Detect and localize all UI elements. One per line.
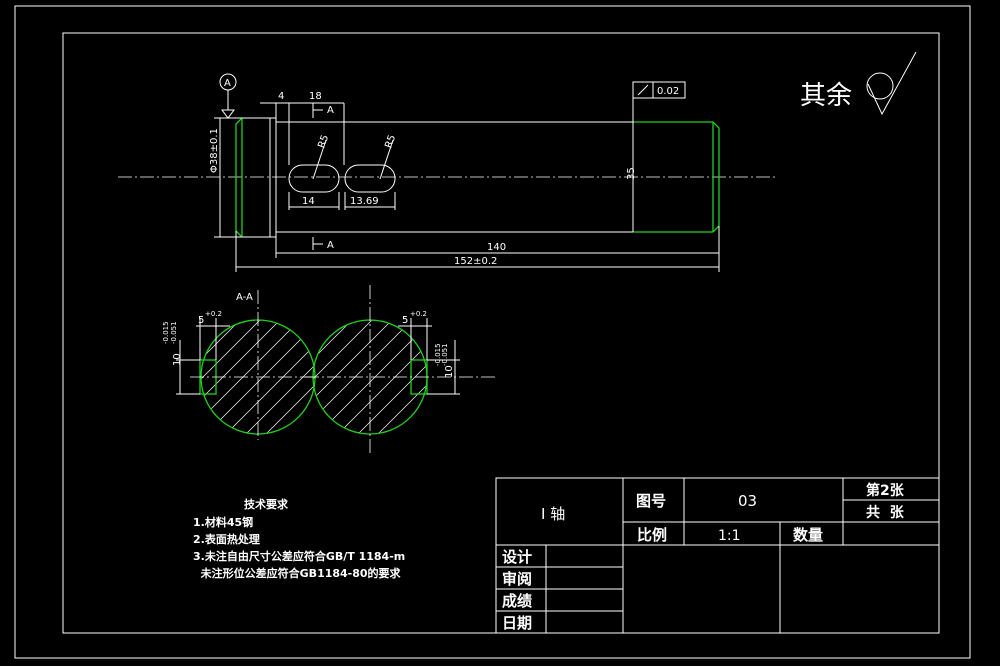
tech-req-item-4: 未注形位公差应符合GB1184-80的要求 xyxy=(193,566,402,580)
key-right-depth: 10 xyxy=(444,365,455,378)
key-left-depth-tol2: -0.051 xyxy=(170,321,178,344)
keyway-left xyxy=(288,164,340,193)
roughness-note: 其余 xyxy=(800,81,852,111)
tech-req-item-3: 3.未注自由尺寸公差应符合GB/T 1184-m xyxy=(193,549,405,563)
dim-14: 14 xyxy=(302,196,315,207)
key-right-depth-tol2: -0.051 xyxy=(441,343,449,366)
shaft-view: R5 R5 4 18 A A 14 13.69 35 Φ38±0.1 xyxy=(118,51,917,272)
keyway-right xyxy=(344,164,396,193)
right-chamfer xyxy=(712,121,720,233)
dim-r5-right: R5 xyxy=(383,134,398,150)
section-right-hatch xyxy=(313,320,427,434)
sheet-number: 第2张 xyxy=(866,482,905,499)
key-right-depth-tol: -0.015 xyxy=(434,343,442,366)
tech-req-title: 技术要求 xyxy=(244,497,289,511)
section-aa: A-A 5 +0.2 10 -0.015 -0.051 xyxy=(162,285,495,455)
outer-border xyxy=(14,5,971,659)
dim-4: 4 xyxy=(278,91,284,102)
dim-dia38: Φ38±0.1 xyxy=(209,128,220,173)
role-grade: 成绩 xyxy=(502,592,532,610)
part-name: I 轴 xyxy=(541,505,565,523)
dim-13-69: 13.69 xyxy=(350,196,379,207)
section-title: A-A xyxy=(236,292,253,303)
key-right-width: 5 xyxy=(402,315,408,326)
role-date: 日期 xyxy=(502,614,532,632)
drawing-no: 03 xyxy=(738,492,757,510)
key-left-depth-tol: -0.015 xyxy=(162,321,170,344)
tech-req-item-1: 1.材料45钢 xyxy=(193,515,253,529)
role-designer: 设计 xyxy=(502,548,532,566)
dim-r5-left: R5 xyxy=(316,134,331,150)
dim-140: 140 xyxy=(487,242,506,253)
scale-value: 1:1 xyxy=(718,528,741,544)
qty-label: 数量 xyxy=(793,526,823,544)
dim-152: 152±0.2 xyxy=(454,256,497,267)
key-right-tol: +0.2 xyxy=(410,310,427,318)
drawing-no-label: 图号 xyxy=(636,492,666,510)
key-left-depth: 10 xyxy=(172,353,183,366)
section-mark-top: A xyxy=(327,105,334,116)
dim-dia35: 35 xyxy=(626,167,637,180)
roughness-symbol xyxy=(866,72,894,100)
dim-18: 18 xyxy=(309,91,322,102)
tech-req-item-2: 2.表面热处理 xyxy=(193,532,260,546)
datum-label: A xyxy=(224,78,231,89)
role-reviewer: 审阅 xyxy=(502,570,532,588)
tolerance-value: 0.02 xyxy=(657,86,679,97)
scale-label: 比例 xyxy=(637,526,667,544)
cylindricity-icon xyxy=(637,84,649,96)
tolerance-frame xyxy=(632,81,686,99)
technical-requirements: 技术要求 1.材料45钢 2.表面热处理 3.未注自由尺寸公差应符合GB/T 1… xyxy=(193,497,405,580)
title-block: I 轴 图号 03 第2张 共 张 比例 1:1 数量 设计 审阅 成绩 日期 xyxy=(495,477,940,634)
key-left-width: 5 xyxy=(198,315,204,326)
total-sheets: 共 张 xyxy=(866,504,905,521)
section-left-hatch xyxy=(201,320,315,434)
section-mark-bottom: A xyxy=(327,240,334,251)
left-chamfer xyxy=(235,117,243,238)
key-left-tol: +0.2 xyxy=(205,310,222,318)
